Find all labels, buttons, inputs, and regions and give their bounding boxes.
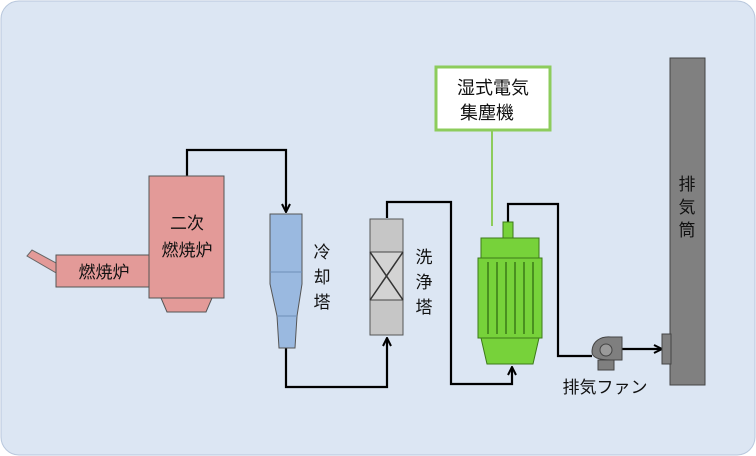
scrubber-label-1: 洗 bbox=[416, 248, 433, 268]
incinerator-label: 燃焼炉 bbox=[79, 263, 130, 283]
stack-label-3: 筒 bbox=[679, 221, 696, 241]
secondary-furnace-label-line1: 二次 bbox=[170, 214, 204, 234]
esp-callout-box bbox=[434, 65, 552, 132]
cooling-tower-label-2: 却 bbox=[314, 268, 331, 288]
pipe-cooling-to-scrubber bbox=[284, 338, 387, 389]
pipe-furnace-to-cooling bbox=[185, 148, 286, 212]
wet-esp bbox=[477, 221, 543, 365]
esp-callout-line2: 集塵機 bbox=[460, 103, 514, 124]
cooling-tower bbox=[269, 213, 303, 349]
secondary-furnace-label-line2: 燃焼炉 bbox=[162, 241, 213, 261]
pipe-esp-to-fan bbox=[506, 202, 592, 358]
pipe-scrubber-to-esp bbox=[385, 200, 512, 386]
secondary-furnace bbox=[148, 175, 225, 299]
cooling-tower-label-3: 塔 bbox=[314, 293, 331, 313]
stack-inlet bbox=[661, 333, 672, 365]
scrubber-packing-x2 bbox=[369, 251, 404, 301]
scrubber-label-2: 浄 bbox=[416, 273, 433, 293]
scrubber-label-3: 塔 bbox=[416, 298, 433, 318]
stack bbox=[669, 57, 706, 386]
exhaust-fan-label: 排気ファン bbox=[563, 378, 648, 398]
exhaust-fan bbox=[591, 336, 623, 371]
cooling-tower-label-1: 冷 bbox=[314, 243, 331, 263]
stack-label-2: 気 bbox=[679, 198, 696, 218]
secondary-furnace-hopper bbox=[160, 297, 213, 313]
esp-callout-line1: 湿式電気 bbox=[457, 78, 529, 99]
stack-label-1: 排 bbox=[679, 175, 696, 195]
